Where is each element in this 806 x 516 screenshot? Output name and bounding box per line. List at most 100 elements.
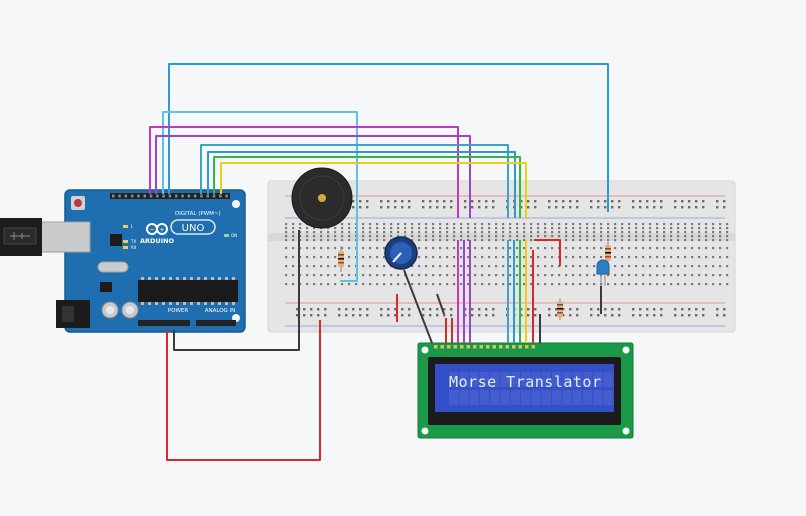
resistor-icon[interactable] [557,298,563,320]
breadboard-hole [663,283,666,286]
breadboard-hole [453,256,456,259]
breadboard-hole [576,314,579,317]
breadboard-hole [579,247,582,250]
resistor-icon[interactable] [605,242,611,264]
breadboard-hole [348,247,351,250]
wire-black-pot[interactable] [403,269,433,344]
breadboard-hole [334,235,337,238]
wire-red-power[interactable] [166,320,321,461]
breadboard-hole [394,200,397,203]
header-pin [162,194,165,198]
breadboard-hole [348,265,351,268]
resistor-icon[interactable] [338,246,344,272]
breadboard-hole [422,206,425,209]
breadboard-hole [495,235,498,238]
breadboard-hole [383,247,386,250]
breadboard-hole [614,247,617,250]
wire-purple[interactable] [155,135,471,218]
breadboard-hole [663,231,666,234]
breadboard-hole [695,314,698,317]
breadboard-hole [684,274,687,277]
breadboard-hole [534,314,537,317]
breadboard-hole [551,235,554,238]
breadboard-hole [285,223,288,226]
breadboard-hole [649,256,652,259]
breadboard-hole [495,231,498,234]
wire-green[interactable] [213,156,521,218]
usb-connector-icon[interactable] [39,221,91,253]
breadboard-hole [376,227,379,230]
wire-teal-2[interactable] [207,151,516,218]
wire-black-short[interactable] [436,293,445,315]
breadboard-hole [432,256,435,259]
breadboard-hole [478,206,481,209]
breadboard-hole [537,223,540,226]
breadboard-hole [698,247,701,250]
breadboard-hole [653,206,656,209]
breadboard-hole [425,227,428,230]
breadboard-hole [537,235,540,238]
potentiometer-icon[interactable] [384,236,418,270]
chip-pin [232,277,235,280]
breadboard-hole [502,247,505,250]
piezo-buzzer-icon[interactable] [291,167,353,229]
breadboard-hole [691,283,694,286]
breadboard-hole [684,235,687,238]
arduino-uno-board[interactable]: DIGITAL (PWM~) − + ARDUINO UNO L TX [0,189,246,333]
breadboard-hole [698,223,701,226]
chip-pin [155,302,158,305]
breadboard-hole [607,274,610,277]
led-icon[interactable] [596,259,610,286]
breadboard-hole [572,231,575,234]
wire-teal[interactable] [200,144,509,218]
header-pin [143,194,146,198]
breadboard-hole [649,227,652,230]
header-pin [124,194,128,198]
breadboard-hole [303,308,306,311]
breadboard-hole [411,239,414,242]
breadboard-hole [537,247,540,250]
breadboard-hole [544,223,547,226]
breadboard-hole [607,235,610,238]
breadboard-hole [523,235,526,238]
usb-chip [110,234,122,246]
breadboard-hole [509,247,512,250]
wire-magenta[interactable] [149,126,459,218]
wire-yellow[interactable] [220,162,527,218]
breadboard-hole [649,223,652,226]
breadboard-hole [425,283,428,286]
breadboard-hole [726,256,729,259]
breadboard-hole [285,283,288,286]
wire-cyan[interactable] [162,111,358,282]
breadboard[interactable] [267,180,736,333]
breadboard-hole [341,235,344,238]
breadboard-hole [656,235,659,238]
breadboard-hole [460,274,463,277]
breadboard-hole [411,223,414,226]
breadboard-hole [390,283,393,286]
analog-header[interactable] [196,320,236,326]
breadboard-hole [313,256,316,259]
breadboard-hole [485,314,488,317]
breadboard-hole [695,206,698,209]
wires [149,63,609,461]
breadboard-hole [320,274,323,277]
power-header[interactable] [138,320,190,326]
lcd-cell [449,390,459,405]
wire-black-ground[interactable] [173,230,300,351]
header-pin [118,194,121,198]
breadboard-hole [523,231,526,234]
breadboard-hole [604,206,607,209]
chip-pin [148,277,151,280]
breadboard-hole [611,206,614,209]
lcd-cell [531,372,541,387]
breadboard-hole [565,223,568,226]
wire-red-top[interactable] [534,239,561,266]
breadboard-hole [649,274,652,277]
breadboard-hole [509,265,512,268]
lcd-module[interactable]: Morse Translator [417,342,634,439]
breadboard-hole [548,200,551,203]
wire-blue[interactable] [168,63,609,212]
breadboard-hole [292,247,295,250]
breadboard-hole [352,206,355,209]
